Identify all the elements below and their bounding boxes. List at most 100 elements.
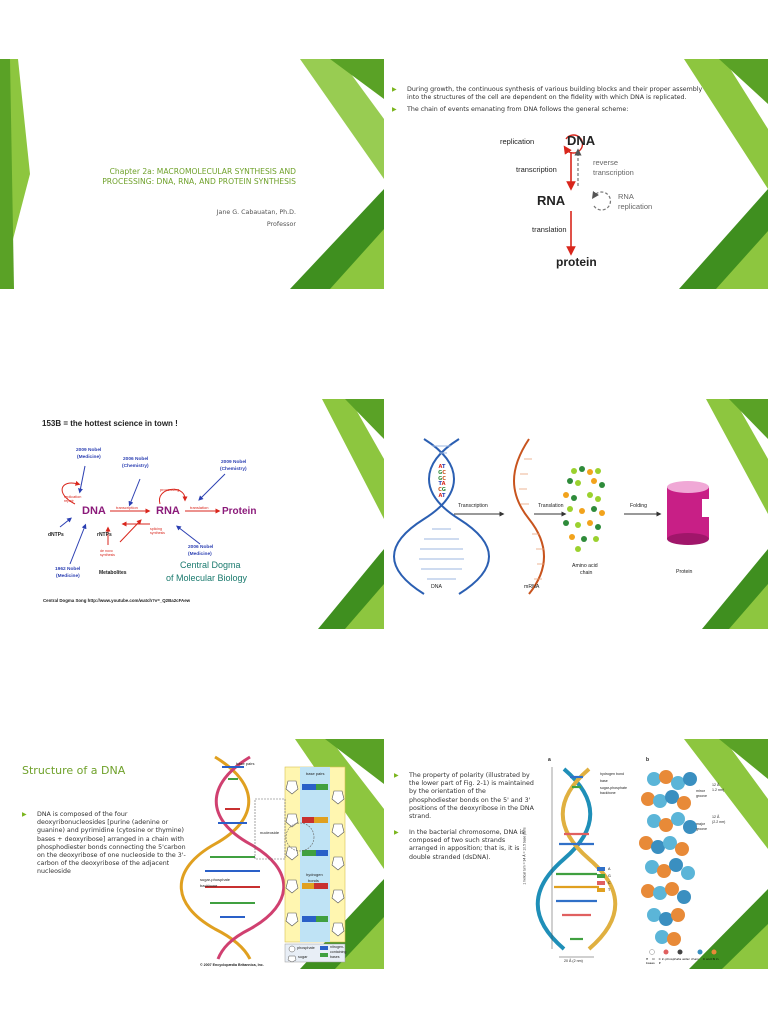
base-letter: C [442, 469, 446, 476]
slide-heading: 153B = the hottest science in town ! [42, 419, 178, 428]
label-backbone-2: backbone [200, 883, 218, 888]
base-letter: G [438, 475, 443, 482]
label-minor-groove-1: minor [696, 789, 705, 793]
dna-double-helix-figure [535, 767, 717, 958]
atom-legend-item: O [652, 957, 655, 961]
slide-structure-of-dna: Structure of a DNA ▶ DNA is composed of … [0, 739, 384, 969]
scheme-reverse-transcription: transcription [593, 168, 634, 177]
arrow-label-translation: Translation [538, 503, 564, 509]
central-dogma-2: of Molecular Biology [166, 573, 248, 583]
legend-nitrogen-1: nitrogen- [330, 945, 345, 949]
bullet-polarity-text: The property of polarity (illustrated by… [409, 772, 534, 821]
caption-amino-2: chain [580, 570, 593, 576]
bullet-arrow-icon: ▶ [394, 829, 399, 836]
bullet-double-stranded: ▶ In the bacterial chromosome, DNA is co… [394, 829, 534, 862]
space-filling-model [639, 770, 697, 946]
scheme-reverse: reverse [593, 158, 619, 167]
slide-hottest-science: 153B = the hottest science in town ! 200… [0, 399, 384, 629]
label-transcription: transcription [116, 505, 138, 510]
scheme-protein: protein [556, 255, 597, 269]
base-pair: AT [436, 492, 448, 500]
song-link: Central Dogma Song http://www.youtube.co… [43, 598, 191, 603]
bullet-arrow-icon: ▶ [392, 86, 397, 93]
label-base: base [600, 779, 608, 783]
arrow-label-folding: Folding [630, 503, 648, 509]
green-decoration [684, 739, 768, 969]
base-letter: A [441, 481, 446, 488]
label-width: 20 Å (2 nm) [564, 959, 583, 963]
legend-sugar: sugar [298, 955, 308, 959]
base-pair: GC [436, 469, 448, 477]
label-dim-2a: 12 Å [712, 815, 720, 819]
base-letter: G [441, 487, 446, 494]
nobel-2006-medicine-2: (Medicine) [188, 552, 212, 557]
slide-title: Structure of a DNA [22, 764, 126, 777]
base-legend-item: G [608, 874, 611, 878]
label-major-groove-1: major [696, 822, 705, 826]
label-hydrogen-bond: hydrogen bond [600, 772, 624, 776]
node-protein: Protein [222, 506, 257, 517]
scheme-translation: translation [532, 225, 567, 234]
label-splicing: splicing synthesis [150, 527, 165, 535]
node-rna: RNA [156, 505, 180, 517]
bullet-arrow-icon: ▶ [394, 772, 399, 779]
slide-central-scheme: ▶ During growth, the continuous synthesi… [384, 59, 768, 289]
amino-acid-beads [563, 466, 605, 552]
green-decoration [318, 399, 384, 629]
author-name: Jane G. Cabauatan, Ph.D. [216, 209, 296, 216]
label-backbone-1: sugar-phosphate [600, 786, 627, 790]
legend-phosphate: phosphate [297, 946, 315, 950]
bullet-arrow-icon: ▶ [22, 811, 27, 818]
central-dogma-1: Central Dogma [180, 560, 241, 570]
label-backbone-2: backbone [600, 791, 616, 795]
label-replication-repair: replication repair [64, 495, 82, 503]
base-letter: G [438, 469, 443, 476]
base-legend-item: C [608, 881, 611, 885]
protein-cylinder [667, 481, 710, 545]
nobel-2009-chemistry-2: (Chemistry) [220, 467, 247, 472]
nobel-2006-chemistry-2: (Chemistry) [122, 464, 149, 469]
bullet-dna-composition-text: DNA is composed of the four deoxyribonuc… [37, 811, 186, 876]
label-dim-1a: 12 Å [712, 783, 720, 787]
caption-amino-1: Amino acid [572, 563, 598, 569]
bullet-double-stranded-text: In the bacterial chromosome, DNA is comp… [409, 829, 525, 861]
label-backbone-1: sugar-phosphate [200, 877, 231, 882]
label-helical-turn: 1 helical turn = 34 Å = 10.5 base pairs [522, 827, 527, 885]
bullet-dna-composition: ▶ DNA is composed of the four deoxyribon… [22, 811, 187, 877]
atom-legend-item: P [658, 961, 661, 965]
nobel-2009-chemistry-1: 2009 Nobel [221, 460, 247, 465]
nobel-2009-medicine-2: (Medicine) [77, 455, 101, 460]
dogma-arrows [59, 465, 226, 565]
label-translation: translation [190, 505, 209, 510]
label-hydrogen-2: bonds [308, 878, 319, 883]
nobel-2009-medicine-1: 2009 Nobel [76, 448, 102, 453]
bullet-chain: ▶ The chain of events emanating from DNA… [392, 106, 704, 114]
bullet-growth-text: During growth, the continuous synthesis … [407, 86, 703, 102]
green-decoration-left [0, 59, 30, 289]
scheme-arrows [563, 134, 612, 256]
green-decoration-right [290, 59, 384, 289]
scheme-rna: RNA [537, 193, 566, 208]
node-dntps: dNTPs [48, 532, 64, 538]
label-denovo: de novo synthesis [100, 549, 115, 557]
base-pair: CG [436, 487, 448, 494]
label-dim-1b: 1.2 nm) [712, 788, 725, 792]
caption-protein: Protein [676, 569, 693, 575]
base-letter: C [438, 487, 442, 494]
atom-legend-item: C in phosphate ester chain [658, 957, 699, 961]
slide-dna-polarity: ▶ The property of polarity (illustrated … [384, 739, 768, 969]
base-letter: C [442, 475, 446, 482]
presentation-title: Chapter 2a: MACROMOLECULAR SYNTHESIS AND… [102, 167, 296, 186]
nobel-2006-medicine-1: 2006 Nobel [188, 545, 214, 550]
green-decoration [702, 399, 768, 629]
base-letter: A [438, 492, 443, 499]
node-metabolites: Metabolites [99, 570, 127, 576]
base-legend-item: A [608, 867, 611, 871]
node-rntps: rNTPs [97, 532, 112, 538]
arrow-label-transcription: Transcription [458, 503, 488, 509]
label-minor-groove-2: groove [696, 794, 707, 798]
label-hydrogen-1: hydrogen [306, 872, 323, 877]
